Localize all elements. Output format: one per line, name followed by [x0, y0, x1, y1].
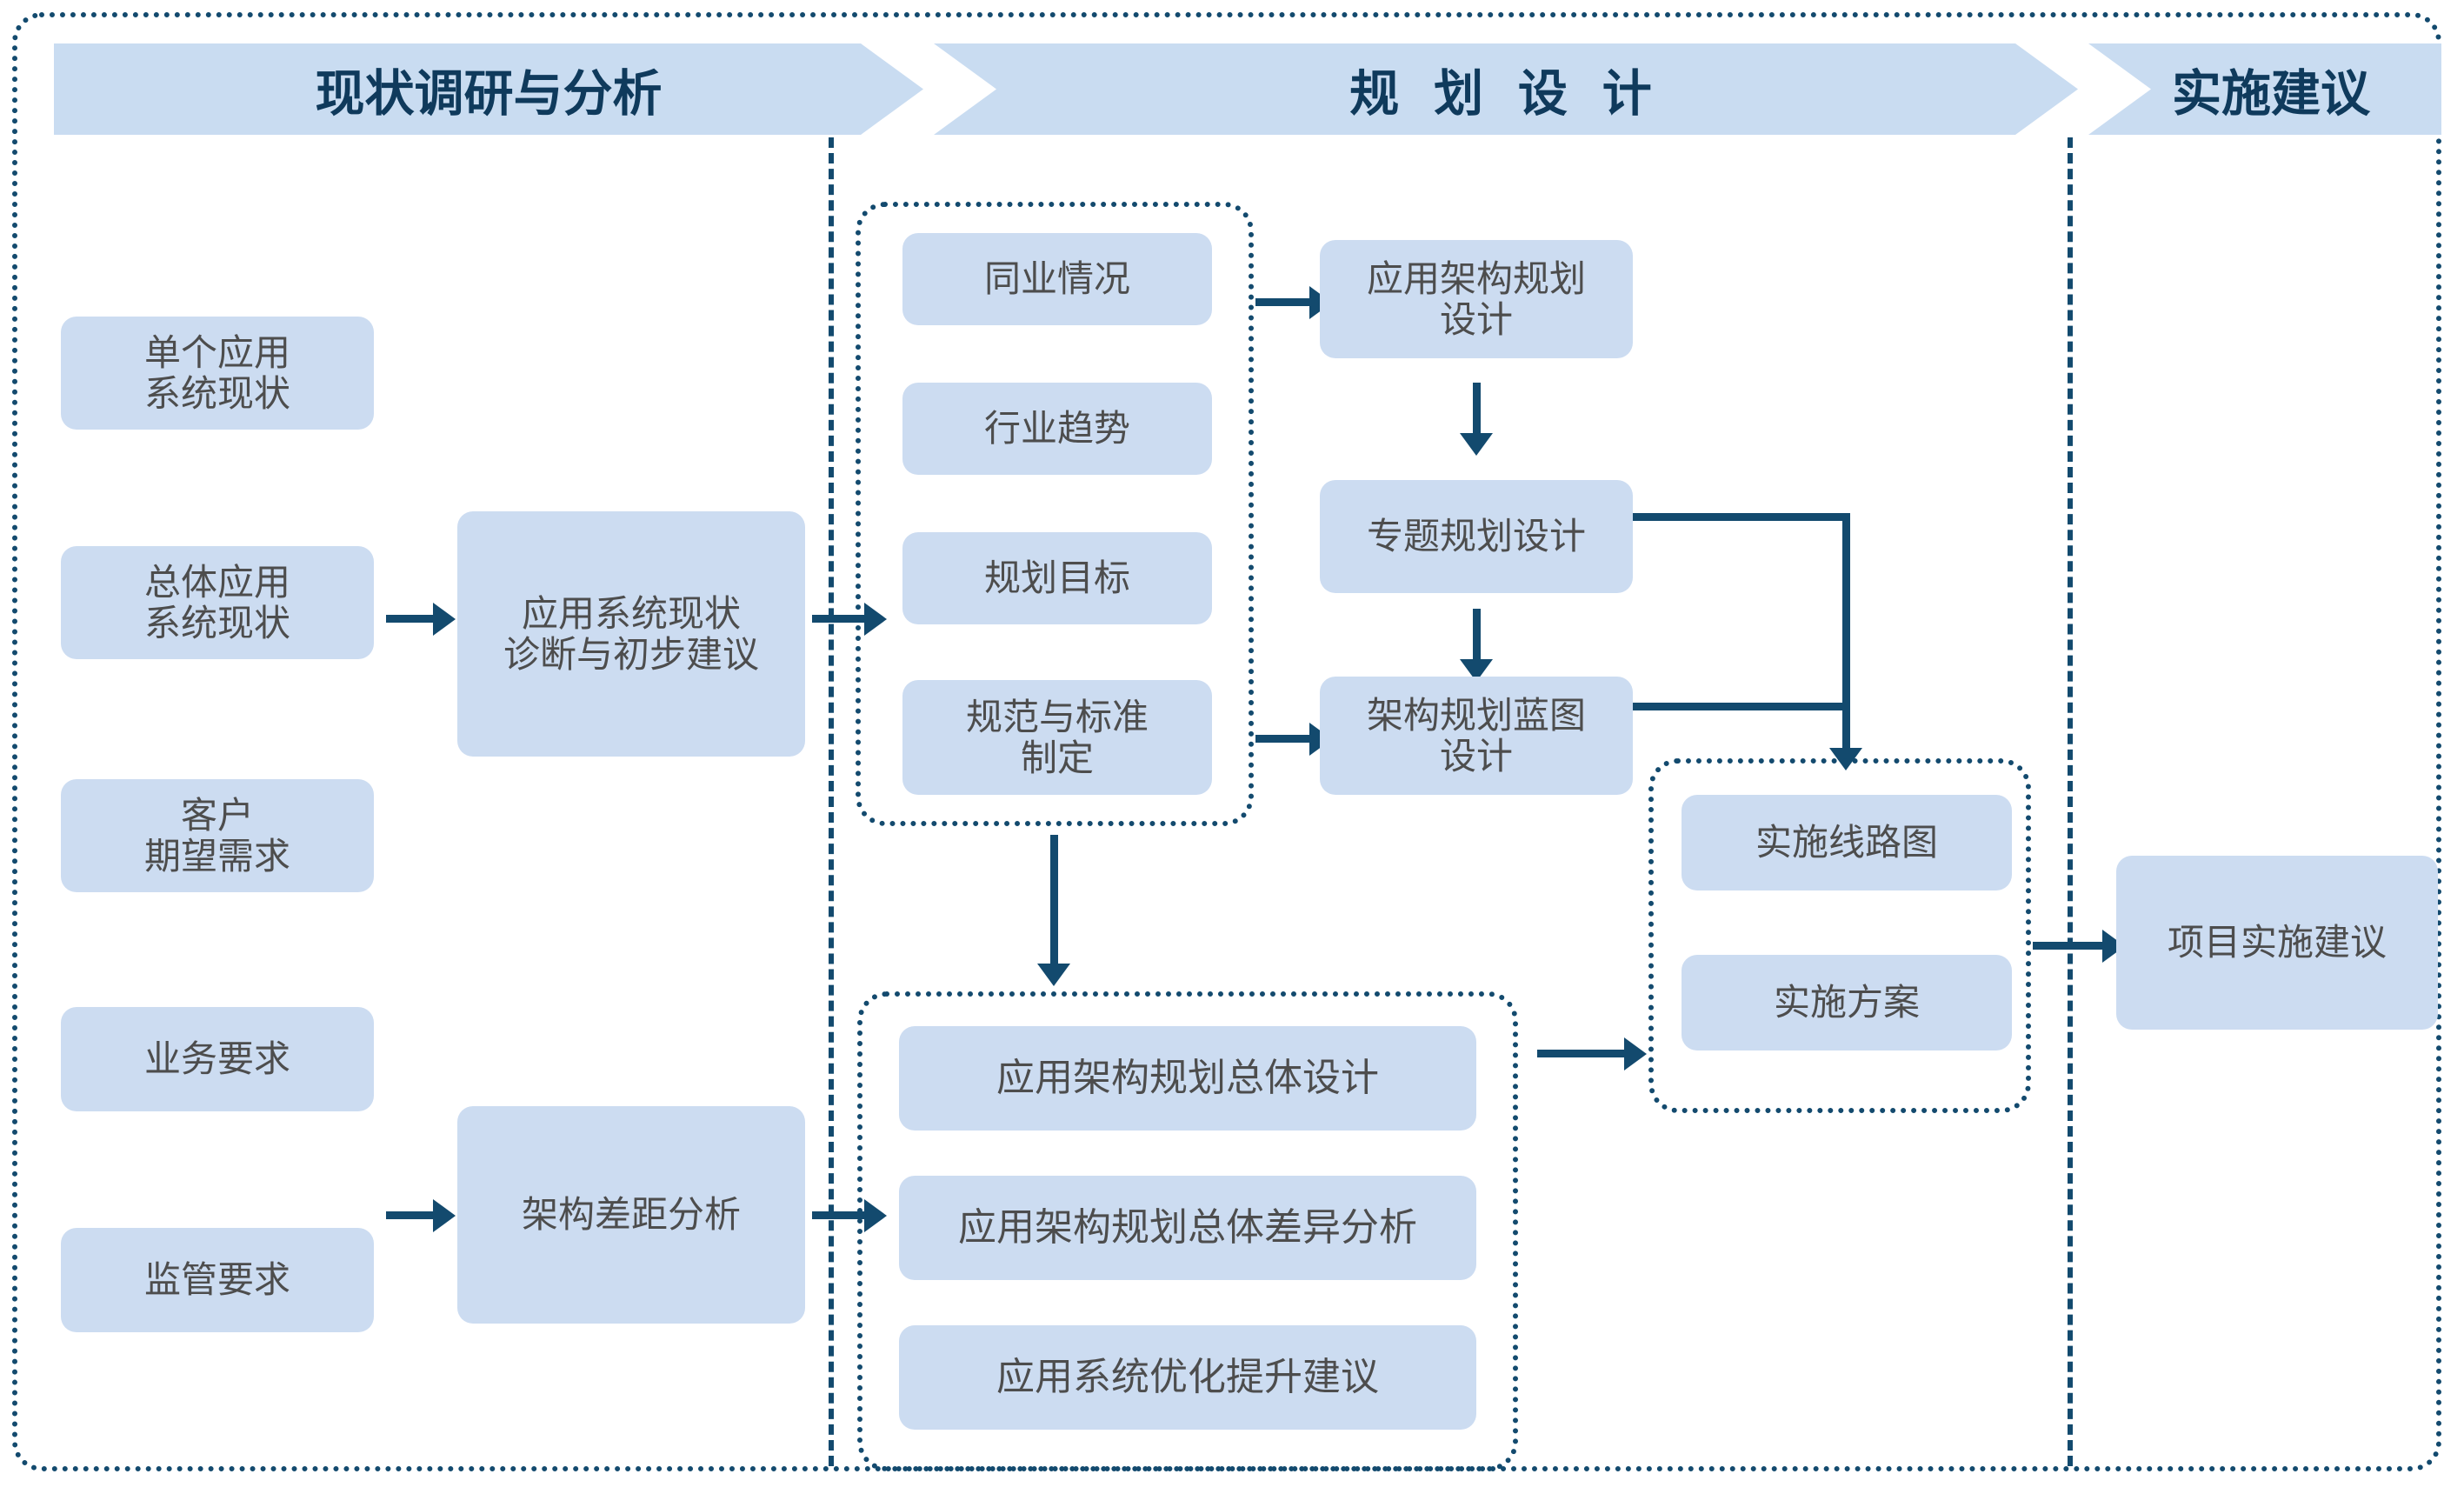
node-thematic-planning[interactable]: 专题规划设计	[1320, 480, 1633, 593]
arrowhead-inputs-to-bottom	[1037, 964, 1070, 986]
node-industry-trend[interactable]: 行业趋势	[902, 383, 1212, 475]
node-customer-needs[interactable]: 客户 期望需求	[61, 779, 374, 892]
node-blueprint-design[interactable]: 架构规划蓝图 设计	[1320, 677, 1633, 795]
node-optimization[interactable]: 应用系统优化提升建议	[899, 1325, 1476, 1430]
connector-thematic-to-blueprint	[1473, 609, 1481, 659]
arrowhead-overall-to-diagnosis	[433, 603, 456, 636]
phase-header-2: 规 划 设 计	[934, 43, 2078, 135]
connector-requirements-to-gap	[386, 1211, 433, 1219]
arrowhead-app-arch-to-thematic	[1460, 433, 1493, 456]
connector-bottom-to-impl	[1537, 1050, 1624, 1057]
node-overall-gap[interactable]: 应用架构规划总体差异分析	[899, 1176, 1476, 1280]
connector-inputs-to-bottom	[1050, 835, 1058, 964]
node-business-requirements[interactable]: 业务要求	[61, 1007, 374, 1111]
phase-divider-2	[2068, 137, 2073, 1466]
node-project-proposal[interactable]: 项目实施建议	[2116, 856, 2438, 1030]
node-overall-app-status[interactable]: 总体应用 系统现状	[61, 546, 374, 659]
phase-header-1: 现状调研与分析	[54, 43, 923, 135]
phase-header-3-label: 实施建议	[2172, 65, 2370, 122]
group-implementation	[1648, 758, 2031, 1113]
connector-blueprint-bracket	[1633, 703, 1850, 710]
connector-inputs-to-app-arch	[1255, 298, 1309, 306]
node-planning-goal[interactable]: 规划目标	[902, 532, 1212, 624]
node-diagnosis[interactable]: 应用系统现状 诊断与初步建议	[457, 511, 805, 757]
arrowhead-diagnosis-to-inputs	[864, 603, 887, 636]
phase-header-1-label: 现状调研与分析	[315, 65, 663, 122]
node-app-arch-planning[interactable]: 应用架构规划 设计	[1320, 240, 1633, 358]
node-overall-design[interactable]: 应用架构规划总体设计	[899, 1026, 1476, 1131]
connector-gap-to-bottom-group	[812, 1211, 864, 1219]
group-planning-inputs	[856, 202, 1254, 826]
group-overall-planning	[857, 991, 1518, 1471]
node-peer-situation[interactable]: 同业情况	[902, 233, 1212, 325]
node-single-app-status[interactable]: 单个应用 系统现状	[61, 317, 374, 430]
phase-divider-1	[829, 137, 834, 1466]
node-roadmap[interactable]: 实施线路图	[1682, 795, 2012, 890]
arrowhead-bottom-to-impl	[1624, 1037, 1647, 1070]
connector-overall-to-diagnosis	[386, 615, 433, 623]
connector-thematic-bracket	[1633, 513, 1850, 521]
node-regulatory-requirements[interactable]: 监管要求	[61, 1228, 374, 1332]
arrowhead-requirements-to-gap	[433, 1199, 456, 1232]
node-impl-plan[interactable]: 实施方案	[1682, 955, 2012, 1050]
connector-bracket-vertical	[1842, 513, 1850, 748]
node-gap-analysis[interactable]: 架构差距分析	[457, 1106, 805, 1324]
connector-standards-to-blueprint	[1255, 735, 1309, 743]
arrowhead-gap-to-bottom-group	[864, 1199, 887, 1232]
connector-diagnosis-to-inputs	[812, 615, 864, 623]
connector-app-arch-to-thematic	[1473, 383, 1481, 433]
node-standards[interactable]: 规范与标准 制定	[902, 680, 1212, 795]
phase-header-3: 实施建议	[2088, 43, 2441, 135]
phase-header-2-label: 规 划 设 计	[1349, 65, 1662, 122]
connector-impl-to-proposal	[2033, 942, 2102, 950]
